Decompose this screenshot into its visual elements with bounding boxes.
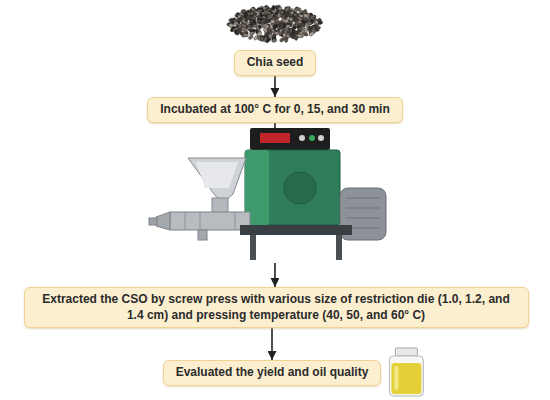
machine-flange	[284, 172, 316, 204]
barrel-ring	[185, 212, 186, 230]
cake-outlet	[149, 218, 157, 225]
hopper-shine	[196, 162, 238, 188]
box-text: Chia seed	[247, 55, 304, 71]
motor-fin	[346, 218, 380, 219]
process-box: Extracted the CSO by screw press with va…	[24, 287, 529, 328]
control-box	[250, 128, 330, 150]
process-box: Evaluated the yield and oil quality	[163, 360, 382, 386]
motor-fin	[346, 208, 380, 209]
barrel-ring	[200, 212, 201, 230]
process-box: Incubated at 100° C for 0, 15, and 30 mi…	[147, 97, 403, 123]
control-button	[309, 135, 315, 141]
chia-seed	[243, 33, 249, 37]
chia-seed	[286, 22, 292, 27]
restriction-die	[156, 212, 170, 230]
chia-seed-pile	[226, 4, 323, 43]
feed-hopper	[188, 158, 246, 204]
chia-seed	[286, 24, 291, 28]
box-text: Evaluated the yield and oil quality	[176, 365, 369, 381]
chia-seed	[271, 38, 277, 42]
glass-shine	[394, 366, 398, 390]
machine-leg	[336, 235, 342, 260]
screw-press-machine	[149, 128, 386, 263]
control-button	[299, 135, 305, 141]
machine-leg	[250, 235, 256, 260]
machine-body	[245, 150, 340, 225]
box-text: Incubated at 100° C for 0, 15, and 30 mi…	[160, 102, 390, 118]
chia-seed-oil	[391, 363, 421, 394]
screw-barrel	[170, 212, 250, 230]
bottle-glass	[389, 356, 423, 396]
temperature-display	[260, 133, 290, 143]
chia-seed	[308, 31, 314, 37]
box-text: Extracted the CSO by screw press with va…	[37, 292, 516, 323]
bottle-cap	[395, 348, 417, 356]
chia-seed	[248, 34, 254, 40]
flow-arrow	[271, 328, 273, 360]
control-button	[318, 135, 324, 141]
barrel-ring	[235, 212, 236, 230]
chia-seed	[293, 35, 299, 41]
chia-seed	[279, 37, 285, 43]
chia-seed	[284, 37, 288, 43]
oil-outlet	[198, 230, 207, 240]
flow-arrow	[274, 76, 276, 97]
motor-fin	[346, 198, 380, 199]
oil-bottle	[389, 348, 423, 396]
machine-base	[240, 225, 352, 235]
chia-seed	[265, 37, 271, 43]
process-box: Chia seed	[234, 50, 317, 76]
